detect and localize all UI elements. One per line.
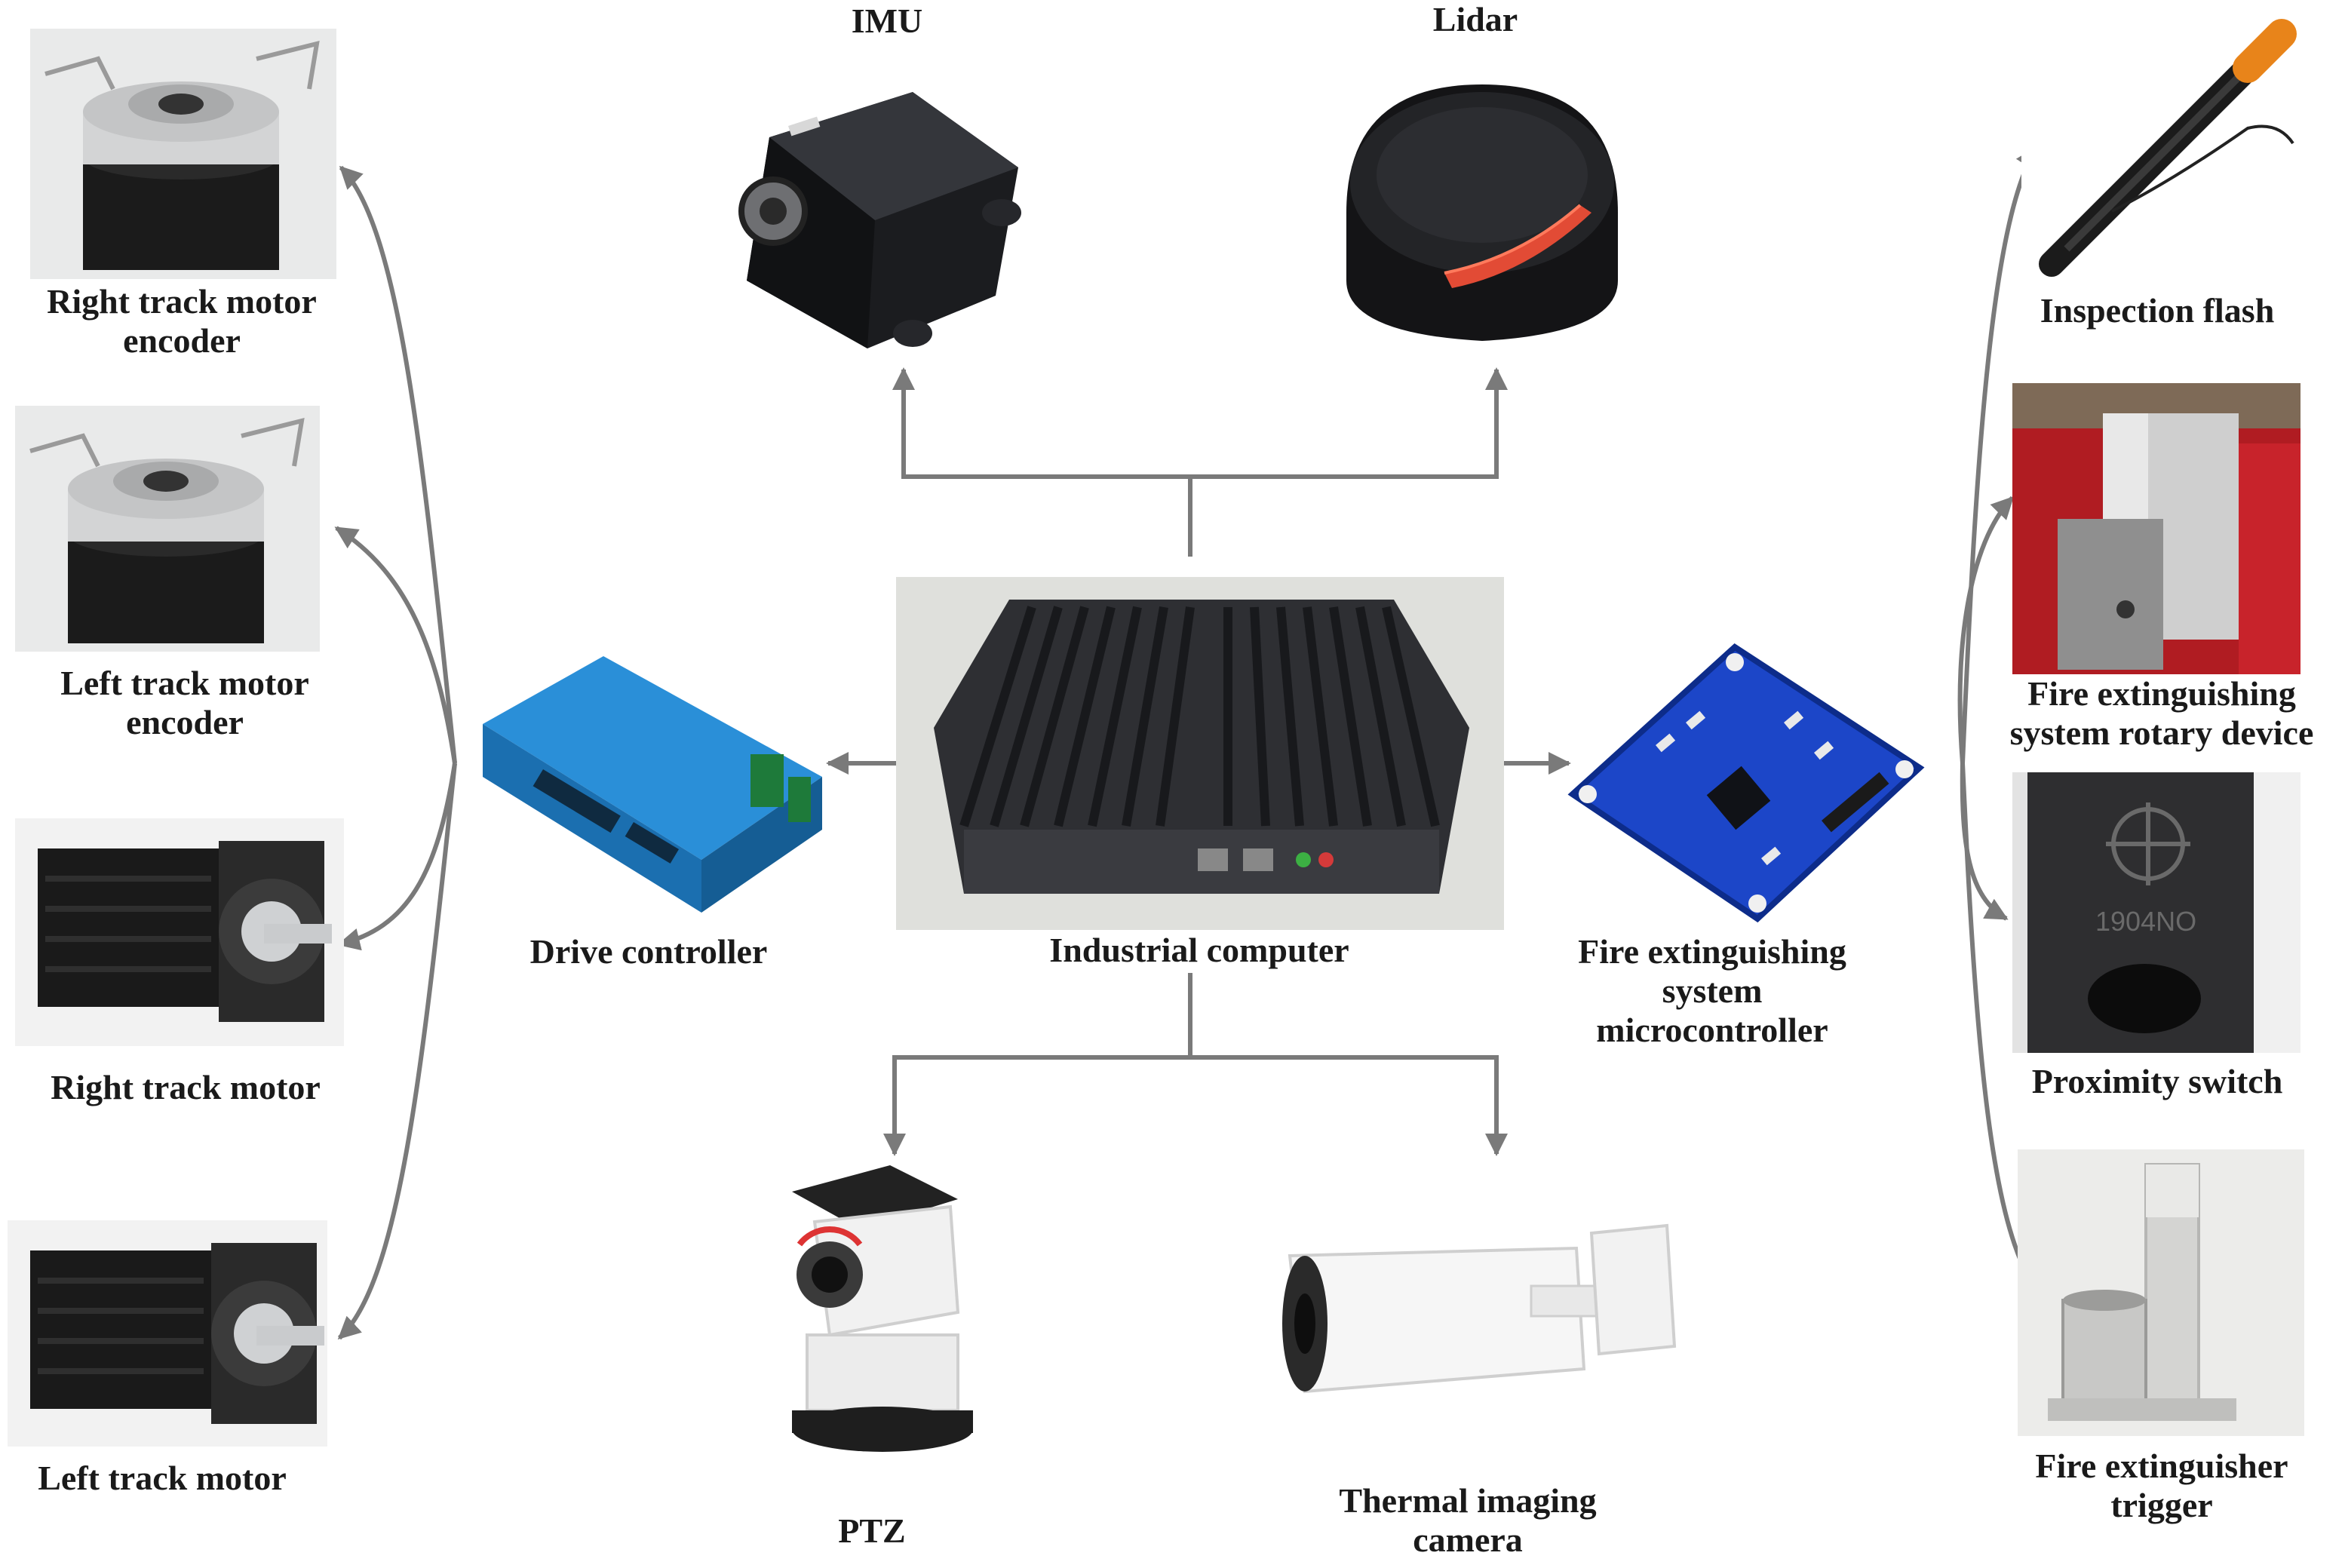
arrow-to-inspection-flash — [1960, 146, 2039, 764]
inspection-flash-label: Inspection flash — [2040, 291, 2275, 330]
fire-mcu-label-line-3: microcontroller — [1596, 1011, 1828, 1049]
arrow-to-right-encoder — [339, 165, 457, 764]
right-motor-image — [15, 818, 344, 1046]
imu-image — [738, 92, 1021, 348]
ptz-label: PTZ — [838, 1511, 906, 1550]
proximity-switch-label: Proximity switch — [2031, 1062, 2283, 1100]
ptz-image — [792, 1165, 973, 1452]
thermal-camera-label: Thermal imaging camera — [1279, 1481, 1656, 1560]
left-motor-label: Left track motor — [38, 1459, 287, 1497]
lidar-label: Lidar — [1432, 0, 1518, 38]
proximity-switch-device-text: 1904NO — [2095, 906, 2196, 937]
thermal-camera-label-line-1: Thermal imaging — [1339, 1481, 1597, 1520]
drive-controller-image — [483, 656, 822, 913]
lidar-image — [1346, 84, 1618, 341]
fire-mcu-image — [1567, 643, 1925, 923]
arrow-to-left-motor — [337, 763, 457, 1340]
left-encoder-label-line-2: encoder — [126, 703, 244, 741]
proximity-switch-image: 1904NO — [2012, 772, 2300, 1053]
rotary-device-label-line-1: Fire extinguishing — [2027, 674, 2296, 713]
industrial-computer-image — [896, 577, 1504, 930]
arrow-to-left-encoder — [334, 526, 457, 764]
fire-mcu-label: Fire extinguishing system microcontrolle… — [1524, 932, 1901, 1050]
right-encoder-label-line-2: encoder — [123, 321, 241, 360]
industrial-computer-label: Industrial computer — [1049, 931, 1349, 969]
left-encoder-label-line-1: Left track motor — [60, 664, 309, 702]
extinguisher-trigger-label: Fire extinguisher trigger — [1988, 1447, 2335, 1525]
right-encoder-label: Right track motor encoder — [5, 282, 359, 361]
left-motor-image — [8, 1220, 327, 1447]
drive-controller-label: Drive controller — [529, 932, 768, 971]
fire-mcu-label-line-2: system — [1662, 971, 1763, 1010]
extinguisher-trigger-label-line-2: trigger — [2110, 1486, 2213, 1524]
arrow-to-right-motor — [337, 763, 457, 951]
rotary-device-image — [2012, 383, 2300, 674]
left-encoder-image — [15, 406, 320, 652]
extinguisher-trigger-image — [2018, 1149, 2304, 1436]
rotary-device-label: Fire extinguishing system rotary device — [1988, 674, 2335, 753]
arrow-to-ptz — [883, 1055, 1190, 1156]
extinguisher-trigger-label-line-1: Fire extinguisher — [2035, 1447, 2288, 1485]
arrow-to-thermal — [1190, 1055, 1508, 1156]
arrow-to-lidar — [1190, 367, 1508, 479]
thermal-camera-image — [1282, 1223, 1677, 1394]
fire-mcu-label-line-1: Fire extinguishing — [1578, 932, 1846, 971]
arrow-to-rotary-device — [1957, 496, 2015, 764]
arrow-to-imu — [892, 367, 1190, 479]
right-encoder-label-line-1: Right track motor — [47, 282, 317, 321]
right-motor-label: Right track motor — [51, 1068, 321, 1106]
left-encoder-label: Left track motor encoder — [8, 664, 362, 742]
rotary-device-label-line-2: system rotary device — [2009, 713, 2314, 752]
thermal-camera-label-line-2: camera — [1413, 1520, 1523, 1559]
right-encoder-image — [30, 29, 336, 279]
imu-label: IMU — [851, 2, 923, 40]
inspection-flash-image — [2021, 15, 2308, 287]
